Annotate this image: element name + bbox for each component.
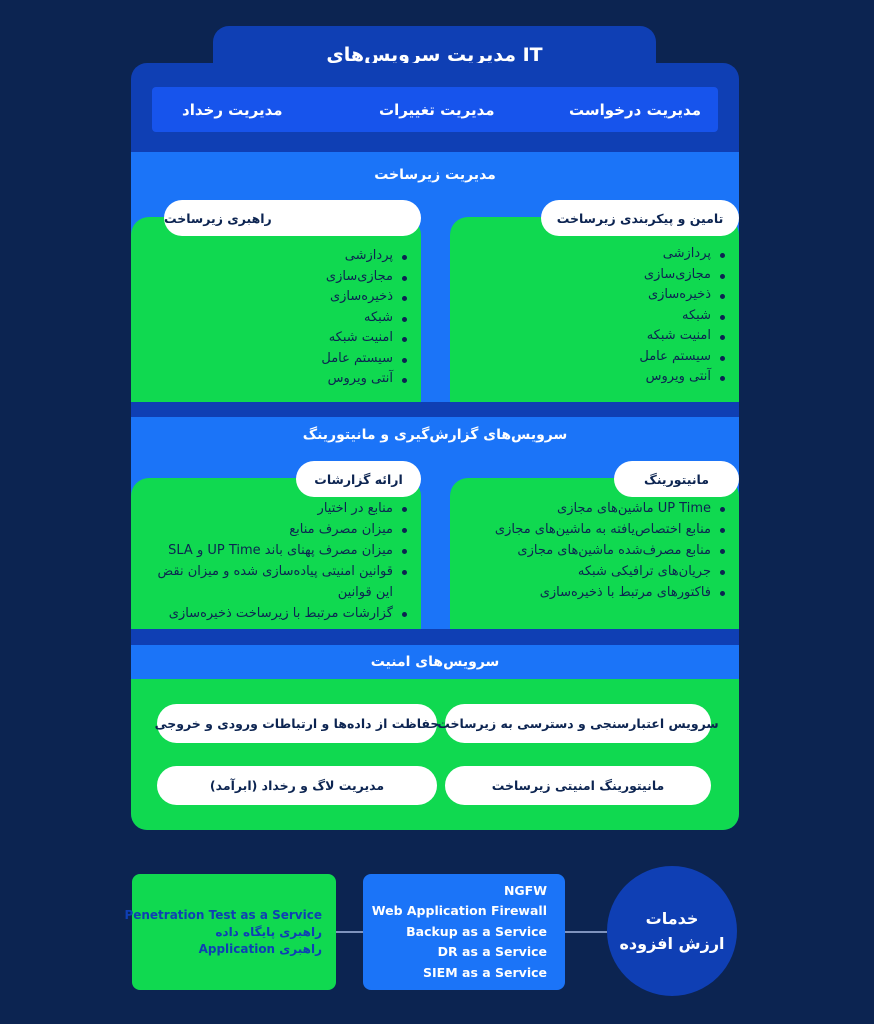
provisioning-card: پردازشی مجازی‌سازی ذخیره‌سازی شبکه امنیت… (450, 217, 739, 402)
list-item: آنتی ویروس (639, 367, 727, 388)
monitoring-label: مانیتورینگ (614, 461, 739, 497)
list-item: DR as a Service (437, 944, 547, 960)
list-item: Penetration Test as a Service (124, 907, 322, 922)
list-item: امنیت شبکه (321, 328, 409, 349)
list-item: جریان‌های ترافیکی شبکه (467, 561, 727, 582)
list-item: پردازشی (321, 246, 409, 267)
security-service-pill: سرویس اعتبارسنجی و دسترسی به زیرساخت (437, 704, 719, 743)
list-item: منابع مصرف‌شده ماشین‌های مجازی (467, 540, 727, 561)
list-item: Backup as a Service (406, 923, 547, 939)
list-item: NGFW (503, 882, 547, 898)
page-title-text: مدیریت سرویس‌های IT (326, 44, 543, 66)
guidance-label: راهبری زیرساخت (164, 200, 421, 236)
list-item: قوانین امنیتی پیاده‌سازی شده و میزان نقض… (147, 561, 409, 603)
request-management: مدیریت درخواست (569, 100, 701, 119)
list-item: Web Application Firewall (371, 903, 547, 919)
value-added-green-box: Penetration Test as a Service راهبری پای… (124, 874, 336, 990)
security-card (131, 679, 739, 830)
guidance-card: پردازشی مجازی‌سازی ذخیره‌سازی شبکه امنیت… (131, 217, 421, 402)
list-item: شبکه (321, 308, 409, 329)
value-added-blue-box: NGFW Web Application Firewall Backup as … (363, 874, 565, 990)
list-item: مجازی‌سازی (639, 265, 727, 286)
circle-line-2: ارزش افزوده (619, 934, 725, 953)
list-item: SIEM as a Service (423, 964, 547, 980)
list-item: UP Time ماشین‌های مجازی (467, 498, 727, 519)
list-item: میزان مصرف منابع (147, 519, 409, 540)
reports-label: ارائه گزارشات (296, 461, 421, 497)
connector-line (565, 931, 607, 933)
connector-line (336, 931, 363, 933)
reporting-heading: سرویس‌های گزارش‌گیری و مانیتورینگ (302, 427, 568, 443)
value-added-circle: خدمات ارزش افزوده (607, 866, 737, 996)
infrastructure-heading: مدیریت زیرساخت (374, 167, 496, 183)
list-item: فاکتورهای مرتبط با ذخیره‌سازی (467, 582, 727, 603)
incident-management: مدیریت رخداد (182, 100, 283, 119)
security-service-pill: حفاظت از داده‌ها و ارتباطات ورودی و خروج… (155, 704, 439, 743)
management-bar: مدیریت درخواست مدیریت تغییرات مدیریت رخد… (152, 87, 718, 132)
reports-card: منابع در اختیار میزان مصرف منابع میزان م… (131, 478, 421, 629)
list-item: امنیت شبکه (639, 326, 727, 347)
list-item: گزارشات مرتبط با زیرساخت ذخیره‌سازی (147, 603, 409, 624)
list-item: پردازشی (639, 244, 727, 265)
list-item: منابع در اختیار (147, 498, 409, 519)
list-item: ذخیره‌سازی (639, 285, 727, 306)
provisioning-label: تامین و پیکربندی زیرساخت (541, 200, 739, 236)
list-item: راهبری Application (198, 941, 322, 956)
security-service-pill: مدیریت لاگ و رخداد (ابرآمد) (157, 766, 437, 805)
list-item: سیستم عامل (321, 349, 409, 370)
change-management: مدیریت تغییرات (379, 100, 495, 119)
list-item: منابع اختصاص‌یافته به ماشین‌های مجازی (467, 519, 727, 540)
list-item: راهبری پایگاه داده (215, 924, 322, 939)
list-item: آنتی ویروس (321, 369, 409, 390)
circle-line-1: خدمات (645, 909, 699, 928)
list-item: میزان مصرف پهنای باند UP Time و SLA (147, 540, 409, 561)
security-section: سرویس‌های امنیت (131, 645, 739, 679)
monitoring-card: UP Time ماشین‌های مجازی منابع اختصاص‌یاف… (450, 478, 739, 629)
list-item: شبکه (639, 306, 727, 327)
list-item: مجازی‌سازی (321, 267, 409, 288)
list-item: سیستم عامل (639, 347, 727, 368)
list-item: ذخیره‌سازی (321, 287, 409, 308)
security-service-pill: مانیتورینگ امنیتی زیرساخت (445, 766, 711, 805)
security-heading: سرویس‌های امنیت (370, 654, 500, 670)
